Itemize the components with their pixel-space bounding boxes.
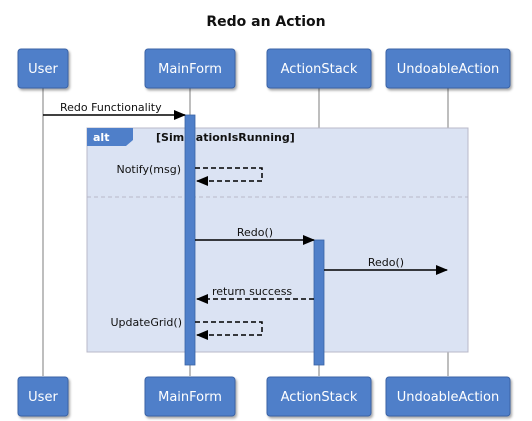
- alt-operator-label: alt: [93, 131, 109, 144]
- participants-top: User MainForm ActionStack UndoableAction: [17, 48, 511, 89]
- message-label: return success: [212, 285, 292, 298]
- messages: Redo Functionality Notify(msg) Redo() Re…: [43, 101, 448, 340]
- participant-undoableaction-top: UndoableAction: [385, 48, 511, 89]
- participant-mainform-bottom: MainForm: [144, 376, 236, 417]
- alt-guard-label: [SimulationIsRunning]: [156, 131, 295, 144]
- participant-label: ActionStack: [281, 62, 358, 77]
- participant-actionstack-bottom: ActionStack: [266, 376, 372, 417]
- message-label: Notify(msg): [116, 163, 181, 176]
- participant-label: User: [28, 390, 58, 405]
- message-label: Redo(): [368, 256, 404, 269]
- participant-label: UndoableAction: [397, 62, 500, 77]
- message-label: Redo(): [237, 226, 273, 239]
- message-arrow: [195, 167, 263, 186]
- participant-label: MainForm: [158, 62, 222, 77]
- participant-label: MainForm: [158, 390, 222, 405]
- message-label: UpdateGrid(): [110, 316, 182, 329]
- activation-actionstack: [313, 239, 325, 366]
- participant-label: ActionStack: [281, 390, 358, 405]
- participant-user-top: User: [17, 48, 69, 89]
- message-arrow: [195, 321, 263, 340]
- alt-fragment-tag: [87, 128, 133, 146]
- participant-mainform-top: MainForm: [144, 48, 236, 89]
- participant-label: User: [28, 62, 58, 77]
- participant-label: UndoableAction: [397, 390, 500, 405]
- diagram-title: Redo an Action: [206, 14, 325, 30]
- participant-undoableaction-bottom: UndoableAction: [385, 376, 511, 417]
- participant-actionstack-top: ActionStack: [266, 48, 372, 89]
- participant-user-bottom: User: [17, 376, 69, 417]
- activation-mainform: [184, 114, 196, 366]
- participants-bottom: User MainForm ActionStack UndoableAction: [17, 376, 511, 417]
- message-label: Redo Functionality: [60, 101, 162, 114]
